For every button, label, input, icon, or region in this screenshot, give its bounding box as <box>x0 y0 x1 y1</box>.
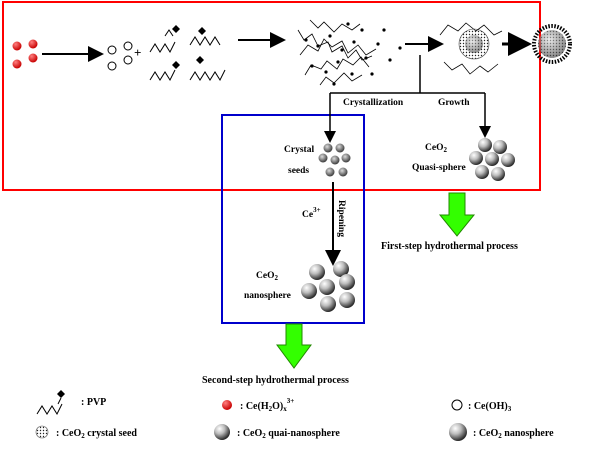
label-growth: Growth <box>438 98 470 108</box>
legend-ceoh3-icon <box>451 399 463 411</box>
label-ceo2-quasi: CeO2 <box>425 143 447 154</box>
label-second-step: Second-step hydrothermal process <box>202 375 349 386</box>
label-ce3-plus: Ce3+ <box>302 206 321 220</box>
legend-seed-icon <box>35 425 49 439</box>
label-seeds: seeds <box>288 166 309 176</box>
legend-pvp-icon <box>36 390 65 416</box>
legend-ce-ion-label: : Ce(H2O)x3+ <box>240 397 294 413</box>
legend-seed-label: : CeO2 crystal seed <box>56 428 137 440</box>
ce-ion-cluster <box>12 39 38 69</box>
label-ceo2-nano: CeO2 <box>256 271 278 282</box>
crystallization-dots <box>304 22 402 86</box>
nanosphere-group <box>301 261 355 312</box>
label-quasi-sphere: Quasi-sphere <box>412 163 466 173</box>
crystallization-network <box>297 19 377 86</box>
second-step-frame <box>221 114 365 324</box>
label-crystal: Crystal <box>284 145 314 155</box>
legend-ce-ion-icon <box>222 400 232 410</box>
pvp-diamonds <box>172 25 206 69</box>
legend-quasi-label: : CeO2 quai-nanosphere <box>237 428 340 440</box>
label-ripening: Ripening <box>336 200 346 237</box>
label-nanosphere: nanosphere <box>244 291 291 301</box>
crystal-seed-group <box>318 143 351 177</box>
second-step-green-arrow <box>276 323 312 369</box>
label-crystallization: Crystallization <box>343 98 404 108</box>
first-step-green-arrow <box>438 192 476 237</box>
pvp-chains <box>149 29 226 82</box>
growth-cluster <box>439 22 503 75</box>
legend-nano-icon <box>449 423 467 441</box>
plus-sign: + <box>134 45 141 60</box>
legend-pvp-label: : PVP <box>81 397 106 408</box>
label-first-step: First-step hydrothermal process <box>381 241 518 252</box>
legend-ceoh3-label: : Ce(OH)3 <box>468 401 512 413</box>
final-particle <box>532 24 572 64</box>
first-step-frame <box>2 1 541 191</box>
legend-quasi-icon <box>214 424 230 440</box>
legend: : PVP : Ce(H2O)x3+ : Ce(OH)3 : CeO2 crys… <box>35 390 554 441</box>
ce-oh3-cluster <box>107 41 133 71</box>
quasi-sphere-group <box>469 138 515 181</box>
legend-nano-label: : CeO2 nanosphere <box>473 428 554 440</box>
